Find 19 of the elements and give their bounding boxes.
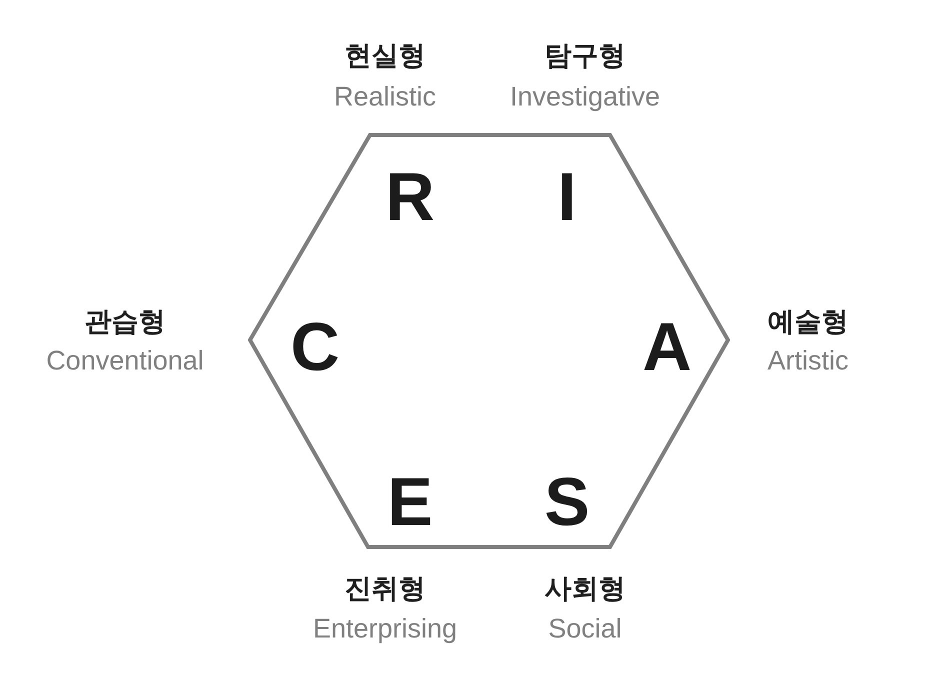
english-type-name: Social	[548, 616, 622, 642]
english-type-name: Realistic	[334, 84, 436, 110]
korean-type-name: 예술형	[768, 308, 848, 336]
korean-type-name: 현실형	[344, 42, 426, 70]
korean-type-name: 사회형	[544, 576, 626, 602]
korean-type-name: 진취형	[344, 576, 426, 602]
english-type-name: Conventional	[46, 348, 204, 374]
type-letter: I	[558, 163, 576, 231]
type-letter: R	[385, 163, 435, 231]
type-letter: E	[387, 468, 433, 536]
hexagon	[248, 133, 730, 549]
english-type-name: Investigative	[510, 84, 660, 110]
korean-type-name: 탐구형	[544, 42, 626, 70]
type-letter: C	[290, 313, 340, 381]
english-type-name: Artistic	[768, 348, 848, 374]
type-letter: S	[544, 468, 590, 536]
korean-type-name: 관습형	[84, 308, 166, 336]
type-letter: A	[642, 313, 692, 381]
english-type-name: Enterprising	[312, 616, 458, 642]
